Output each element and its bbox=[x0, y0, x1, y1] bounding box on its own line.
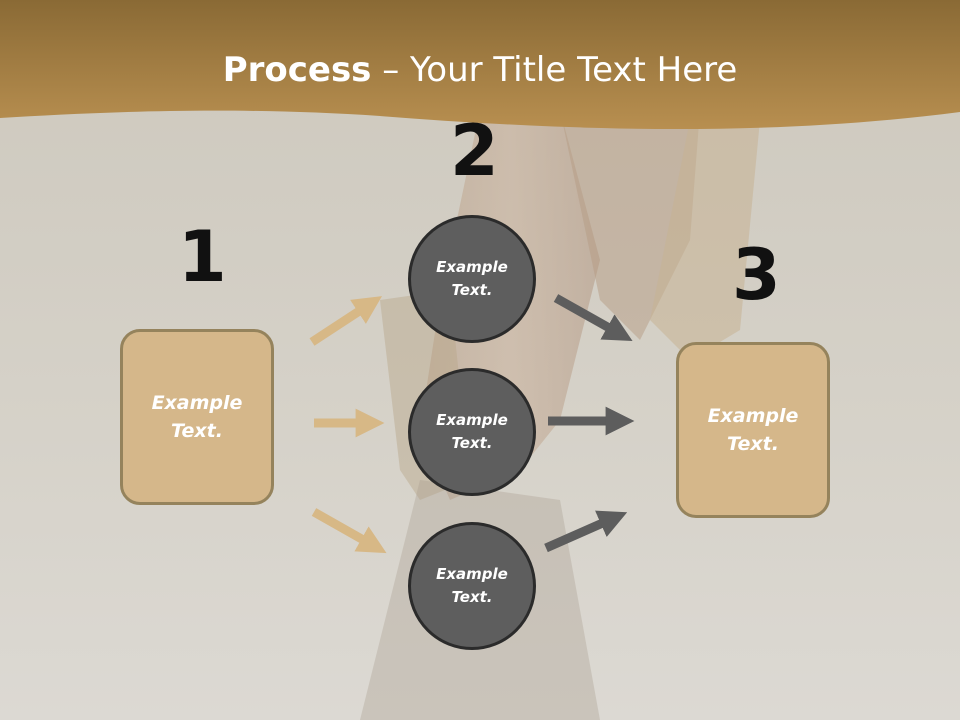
title-bold: Process bbox=[222, 50, 372, 90]
step-number-1: 1 bbox=[178, 216, 227, 298]
circle-bottom: Example Text. bbox=[408, 522, 536, 650]
slide-title: Process – Your Title Text Here bbox=[0, 50, 960, 90]
step-number-2: 2 bbox=[450, 110, 499, 192]
left-box: Example Text. bbox=[120, 329, 274, 505]
circle-bottom-text: Example Text. bbox=[436, 564, 508, 606]
title-rest: – Your Title Text Here bbox=[371, 50, 738, 90]
right-box-text: Example Text. bbox=[707, 404, 799, 456]
arrow-from-circle-top bbox=[553, 294, 633, 342]
circle-middle-text: Example Text. bbox=[436, 410, 508, 452]
arrow-from-circle-bottom bbox=[544, 510, 628, 553]
step-number-3: 3 bbox=[732, 234, 781, 316]
arrow-to-circle-bottom bbox=[311, 508, 387, 554]
left-box-text: Example Text. bbox=[151, 391, 243, 443]
circle-top-text: Example Text. bbox=[436, 257, 508, 299]
circle-top: Example Text. bbox=[408, 215, 536, 343]
circle-middle: Example Text. bbox=[408, 368, 536, 496]
right-box: Example Text. bbox=[676, 342, 830, 518]
header-band bbox=[0, 0, 960, 130]
arrow-to-circle-top bbox=[309, 296, 383, 346]
